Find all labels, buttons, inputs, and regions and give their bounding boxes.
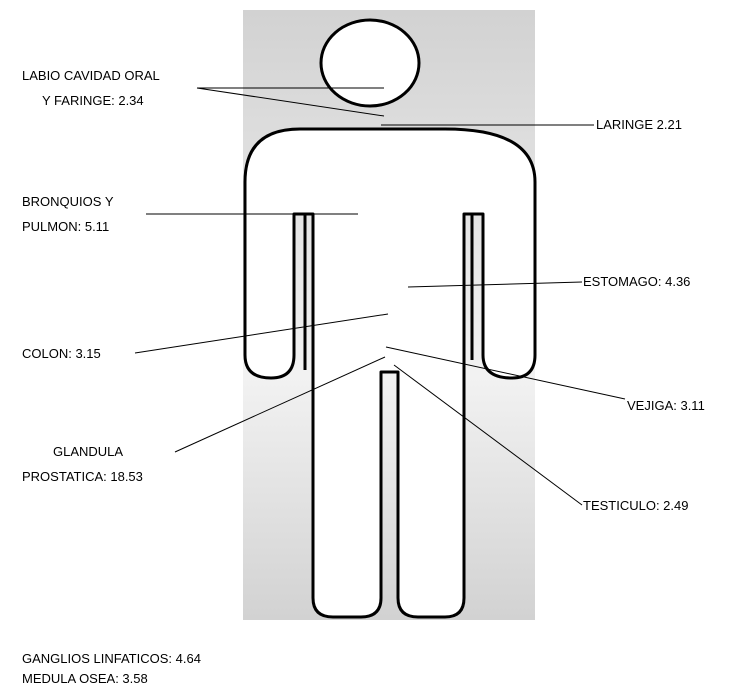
- label-ganglios: GANGLIOS LINFATICOS: 4.64: [22, 650, 201, 668]
- label-bronquios-line2: PULMON: 5.11: [22, 218, 109, 236]
- label-labio-line2: Y FARINGE: 2.34: [42, 92, 144, 110]
- label-laringe: LARINGE 2.21: [596, 116, 682, 134]
- label-prostata-line1: GLANDULA: [53, 443, 123, 461]
- label-colon: COLON: 3.15: [22, 345, 101, 363]
- label-bronquios-line1: BRONQUIOS Y: [22, 193, 114, 211]
- label-estomago: ESTOMAGO: 4.36: [583, 273, 690, 291]
- label-prostata-line2: PROSTATICA: 18.53: [22, 468, 143, 486]
- label-labio-line1: LABIO CAVIDAD ORAL: [22, 67, 160, 85]
- label-medula: MEDULA OSEA: 3.58: [22, 670, 148, 688]
- label-testiculo: TESTICULO: 2.49: [583, 497, 688, 515]
- label-vejiga: VEJIGA: 3.11: [627, 397, 705, 415]
- head-outline: [321, 20, 419, 106]
